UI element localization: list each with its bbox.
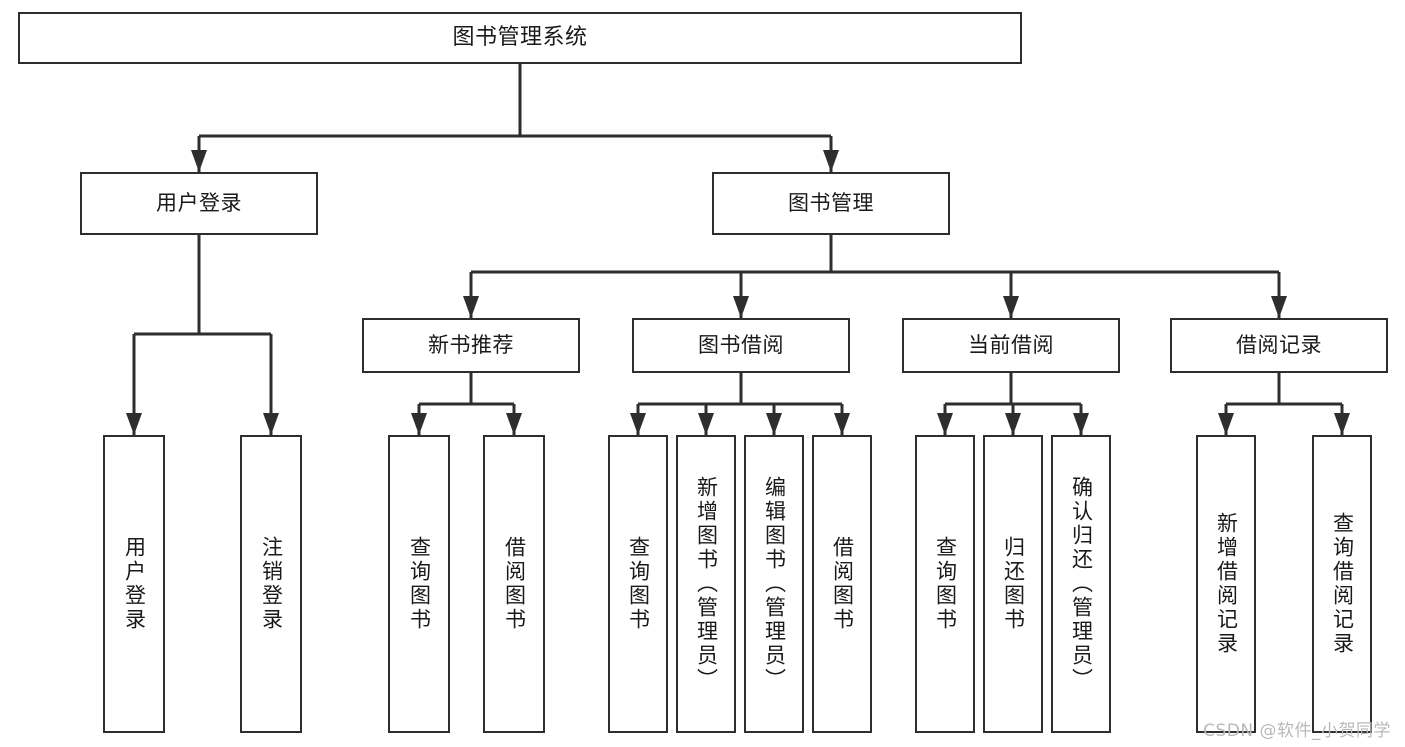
node-label: 查询图书	[407, 536, 432, 632]
arrowhead-borrow-record	[1271, 296, 1287, 318]
node-label: 用户登录	[122, 536, 147, 632]
node-label: 编辑图书（管理员）	[762, 476, 787, 692]
node-leaf-borrow-book-1[interactable]: 借阅图书	[483, 435, 545, 733]
arrowhead-leaf-confirm-return	[1073, 413, 1089, 435]
arrowhead-book-borrow	[733, 296, 749, 318]
node-label: 新增借阅记录	[1214, 512, 1239, 656]
node-leaf-query-book-2[interactable]: 查询图书	[608, 435, 668, 733]
arrowhead-leaf-borrow-book-2	[834, 413, 850, 435]
arrowhead-leaf-borrow-book-1	[506, 413, 522, 435]
node-label: 确认归还（管理员）	[1069, 476, 1094, 692]
node-label: 图书借阅	[698, 333, 784, 358]
node-book-borrow[interactable]: 图书借阅	[632, 318, 850, 373]
node-leaf-confirm-return[interactable]: 确认归还（管理员）	[1051, 435, 1111, 733]
node-label: 查询图书	[626, 536, 651, 632]
arrowhead-leaf-query-book-3	[937, 413, 953, 435]
arrowhead-user-login	[191, 150, 207, 172]
node-borrow-record[interactable]: 借阅记录	[1170, 318, 1388, 373]
node-leaf-query-book-1[interactable]: 查询图书	[388, 435, 450, 733]
node-leaf-borrow-book-2[interactable]: 借阅图书	[812, 435, 872, 733]
node-root[interactable]: 图书管理系统	[18, 12, 1022, 64]
node-leaf-query-book-3[interactable]: 查询图书	[915, 435, 975, 733]
arrowhead-leaf-return-book	[1005, 413, 1021, 435]
node-label: 借阅图书	[830, 536, 855, 632]
node-label: 查询图书	[933, 536, 958, 632]
node-label: 当前借阅	[968, 333, 1054, 358]
arrowhead-leaf-user-login	[126, 413, 142, 435]
node-leaf-return-book[interactable]: 归还图书	[983, 435, 1043, 733]
arrowhead-leaf-query-book-2	[630, 413, 646, 435]
arrowhead-leaf-query-record	[1334, 413, 1350, 435]
arrowhead-leaf-query-book-1	[411, 413, 427, 435]
node-leaf-user-login[interactable]: 用户登录	[103, 435, 165, 733]
node-current-borrow[interactable]: 当前借阅	[902, 318, 1120, 373]
node-leaf-add-book[interactable]: 新增图书（管理员）	[676, 435, 736, 733]
node-user-login[interactable]: 用户登录	[80, 172, 318, 235]
node-label: 注销登录	[259, 536, 284, 632]
arrowhead-current-borrow	[1003, 296, 1019, 318]
arrowhead-leaf-add-record	[1218, 413, 1234, 435]
node-leaf-user-logout[interactable]: 注销登录	[240, 435, 302, 733]
node-leaf-query-record[interactable]: 查询借阅记录	[1312, 435, 1372, 733]
node-label: 新增图书（管理员）	[694, 476, 719, 692]
node-label: 借阅图书	[502, 536, 527, 632]
node-leaf-edit-book[interactable]: 编辑图书（管理员）	[744, 435, 804, 733]
node-label: 图书管理系统	[452, 25, 588, 51]
node-label: 图书管理	[788, 191, 874, 216]
arrowhead-leaf-user-logout	[263, 413, 279, 435]
arrowhead-leaf-edit-book	[766, 413, 782, 435]
node-label: 新书推荐	[428, 333, 514, 358]
arrowhead-new-book-rec	[463, 296, 479, 318]
node-label: 借阅记录	[1236, 333, 1322, 358]
node-label: 归还图书	[1001, 536, 1026, 632]
node-label: 用户登录	[156, 191, 242, 216]
arrowhead-book-manage	[823, 150, 839, 172]
node-label: 查询借阅记录	[1330, 512, 1355, 656]
arrowhead-leaf-add-book	[698, 413, 714, 435]
node-book-manage[interactable]: 图书管理	[712, 172, 950, 235]
node-leaf-add-record[interactable]: 新增借阅记录	[1196, 435, 1256, 733]
node-new-book-rec[interactable]: 新书推荐	[362, 318, 580, 373]
